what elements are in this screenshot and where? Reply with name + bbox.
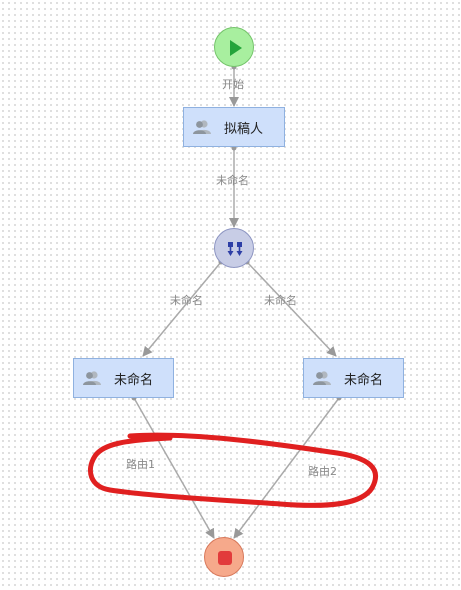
parallel-gateway-icon (227, 242, 243, 256)
user-icon (313, 371, 331, 385)
play-icon (230, 40, 242, 56)
end-node[interactable] (204, 537, 244, 577)
task-node-left[interactable]: 未命名 (73, 358, 174, 398)
task-label-right: 未命名 (344, 372, 384, 388)
edge-label-route1: 路由1 (126, 458, 155, 471)
task-label-left: 未命名 (114, 372, 154, 388)
user-icon (83, 371, 101, 385)
user-icon (193, 120, 211, 134)
task-label-drafter: 拟稿人 (224, 121, 264, 137)
edge-label-gateway-left: 未命名 (170, 294, 203, 307)
edge-label-gateway-right: 未命名 (264, 294, 297, 307)
edge-right-to-end[interactable] (233, 397, 340, 539)
edge-left-to-end[interactable] (133, 397, 215, 539)
edge-gateway-to-right[interactable] (246, 261, 337, 357)
edge-gateway-to-left[interactable] (142, 261, 222, 357)
stop-icon (218, 551, 232, 565)
red-annotation-circle (88, 432, 379, 508)
edge-label-drafter-gateway: 未命名 (216, 174, 249, 187)
start-node[interactable] (214, 27, 254, 67)
task-node-drafter[interactable]: 拟稿人 (183, 107, 285, 147)
edge-label-route2: 路由2 (308, 465, 337, 478)
edge-label-start: 开始 (222, 78, 244, 91)
parallel-gateway-node[interactable] (214, 228, 254, 268)
task-node-right[interactable]: 未命名 (303, 358, 404, 398)
